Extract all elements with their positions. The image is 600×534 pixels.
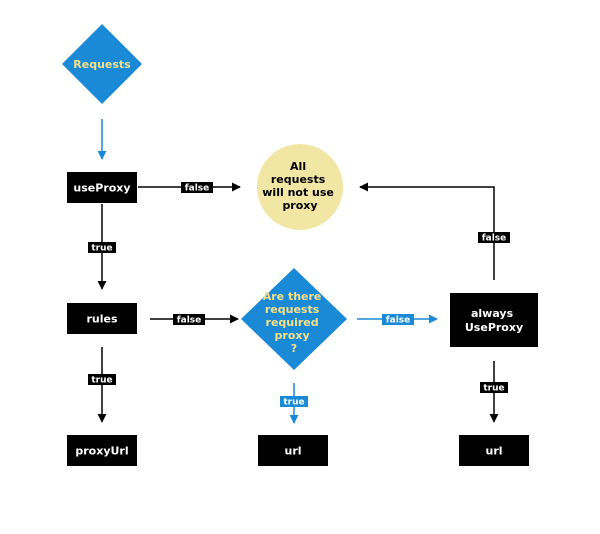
node-all-requests-line-2: requests bbox=[271, 173, 326, 186]
node-required-proxy-text: Are there requests required proxy ? bbox=[263, 290, 326, 355]
node-rules-label: rules bbox=[86, 313, 117, 326]
edge-label-always-false-text: false bbox=[482, 234, 507, 244]
node-required-proxy-line-5: ? bbox=[291, 342, 297, 355]
node-all-requests-line-4: proxy bbox=[282, 199, 317, 212]
node-use-proxy-label: useProxy bbox=[73, 182, 130, 195]
edge-label-always-true-text: true bbox=[483, 384, 504, 394]
edge-label-useproxy-false: false bbox=[181, 182, 213, 194]
node-always-use-proxy-line-2: UseProxy bbox=[465, 321, 523, 334]
edge-label-rules-false: false bbox=[173, 314, 205, 326]
edge-label-rules-false-text: false bbox=[177, 316, 202, 326]
edge-label-rules-true-text: true bbox=[91, 376, 112, 386]
edge-label-question-true-text: true bbox=[283, 398, 304, 408]
node-rules: rules bbox=[67, 303, 137, 334]
edge-label-question-true: true bbox=[280, 396, 308, 408]
node-required-proxy-line-2: requests bbox=[265, 303, 320, 316]
edge-label-rules-true: true bbox=[88, 374, 116, 386]
node-requests-label: Requests bbox=[73, 58, 131, 71]
node-proxy-url-label: proxyUrl bbox=[75, 445, 128, 458]
node-url-right: url bbox=[459, 435, 529, 466]
node-required-proxy-line-1: Are there bbox=[263, 290, 322, 303]
node-all-requests-text: All requests will not use proxy bbox=[262, 160, 337, 212]
node-url-middle-label: url bbox=[284, 445, 301, 458]
node-required-proxy-line-3: required bbox=[266, 316, 319, 329]
node-always-use-proxy: always UseProxy bbox=[450, 293, 538, 347]
edge-label-useproxy-true: true bbox=[88, 242, 116, 254]
node-all-requests-line-3: will not use bbox=[262, 186, 334, 199]
edge-label-always-false: false bbox=[478, 232, 510, 244]
node-proxy-url: proxyUrl bbox=[67, 435, 137, 466]
node-all-requests: All requests will not use proxy bbox=[257, 144, 343, 230]
node-url-middle: url bbox=[258, 435, 328, 466]
edge-label-useproxy-true-text: true bbox=[91, 244, 112, 254]
edge-label-always-true: true bbox=[480, 382, 508, 394]
edge-label-question-false-text: false bbox=[386, 316, 411, 326]
node-all-requests-line-1: All bbox=[290, 160, 306, 173]
node-url-right-label: url bbox=[485, 445, 502, 458]
node-required-proxy: Are there requests required proxy ? bbox=[241, 268, 347, 370]
node-always-use-proxy-line-1: always bbox=[471, 307, 514, 320]
edge-always-to-all-requests bbox=[359, 182, 495, 280]
node-use-proxy: useProxy bbox=[67, 172, 137, 203]
edge-label-useproxy-false-text: false bbox=[185, 184, 210, 194]
node-required-proxy-line-4: proxy bbox=[275, 329, 310, 342]
node-requests: Requests bbox=[62, 24, 142, 104]
edge-label-question-false: false bbox=[382, 314, 414, 326]
node-always-use-proxy-text: always UseProxy bbox=[465, 307, 523, 334]
